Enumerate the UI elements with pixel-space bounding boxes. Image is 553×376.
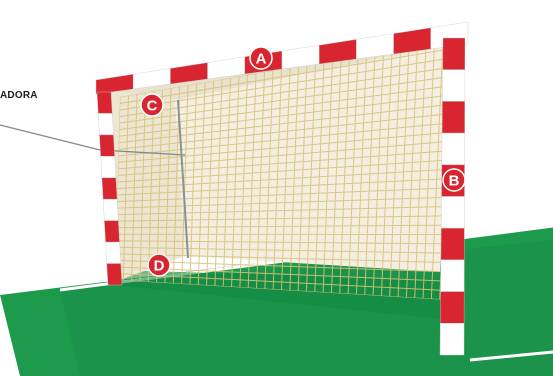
- post-right: [440, 38, 465, 355]
- post-right-segment: [441, 260, 465, 292]
- post-right-segment: [440, 323, 464, 355]
- marker-d-label: D: [154, 258, 165, 275]
- marker-b-label: B: [449, 173, 460, 190]
- post-left-segment: [99, 135, 114, 156]
- post-right-segment: [440, 292, 464, 324]
- post-left-segment: [97, 92, 112, 113]
- post-left-segment: [101, 156, 116, 177]
- post-right-segment: [442, 70, 465, 102]
- post-left-segment: [107, 264, 122, 285]
- post-right-segment: [442, 133, 465, 165]
- post-right-segment: [442, 101, 465, 133]
- marker-a-label: A: [256, 51, 267, 68]
- post-left-segment: [106, 242, 121, 263]
- post-right-segment: [441, 228, 465, 260]
- marker-c-label: C: [147, 98, 158, 115]
- post-left-segment: [98, 113, 113, 134]
- post-right-segment: [443, 38, 465, 70]
- post-left-segment: [104, 221, 119, 242]
- post-left-segment: [102, 178, 117, 199]
- post-left-segment: [103, 199, 118, 220]
- post-right-segment: [441, 197, 464, 229]
